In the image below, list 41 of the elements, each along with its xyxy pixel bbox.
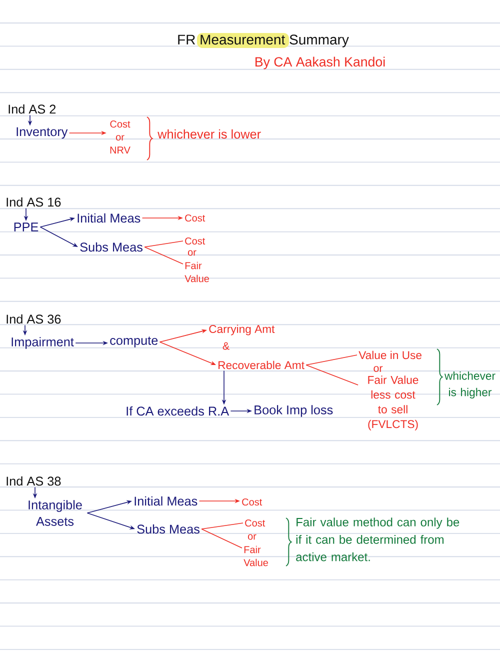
connector-line xyxy=(306,354,358,366)
value-label: Fair Value xyxy=(244,546,268,566)
value-label: Value in Use xyxy=(358,350,422,360)
value-label: Cost or NRV xyxy=(110,120,130,154)
connector-word: & xyxy=(222,342,230,350)
note-text: whichever is higher xyxy=(444,372,496,398)
value-label: Recoverable Amt xyxy=(218,360,304,370)
connector-word: or xyxy=(188,250,196,256)
item-label: Book Imp loss xyxy=(254,405,333,417)
item-label: Initial Meas xyxy=(134,496,198,506)
item-label: Impairment xyxy=(12,337,74,349)
section-heading: Ind AS 38 xyxy=(6,476,61,486)
item-label: If CA exceeds R.A xyxy=(126,406,230,416)
item-label: PPE xyxy=(14,222,38,232)
value-label: Cost xyxy=(245,519,266,527)
value-label: Cost xyxy=(242,498,262,506)
note-text: Fair value method can only be if it can be determined from active market. xyxy=(296,518,460,562)
value-label: Fair Value xyxy=(184,262,209,282)
section-heading: Ind AS 2 xyxy=(8,104,56,114)
item-label: compute xyxy=(110,336,158,348)
title: FR Measurement Summary xyxy=(178,33,349,48)
connector-line xyxy=(201,528,242,548)
section-heading: Ind AS 16 xyxy=(6,197,61,207)
item-label: Intangible Assets xyxy=(28,500,82,526)
note-text: whichever is lower xyxy=(158,129,261,139)
item-label: Inventory xyxy=(16,127,68,139)
item-label: Subs Meas xyxy=(80,242,142,252)
connector-line xyxy=(306,364,358,386)
connector-line xyxy=(144,246,184,264)
connector-word: or xyxy=(248,534,256,540)
connector-line xyxy=(201,522,244,530)
section-heading: Ind AS 36 xyxy=(6,314,61,324)
connector-word: or xyxy=(374,366,383,372)
value-label: Cost xyxy=(185,214,206,222)
byline: By CA Aakash Kandoi xyxy=(256,56,385,70)
value-label: Cost xyxy=(185,237,206,245)
connector-line xyxy=(144,240,184,248)
value-label: Fair Value less cost to sell (FVLCTS) xyxy=(368,376,418,430)
item-label: Subs Meas xyxy=(137,524,200,534)
item-label: Initial Meas xyxy=(78,213,140,223)
value-label: Carrying Amt xyxy=(209,324,275,336)
